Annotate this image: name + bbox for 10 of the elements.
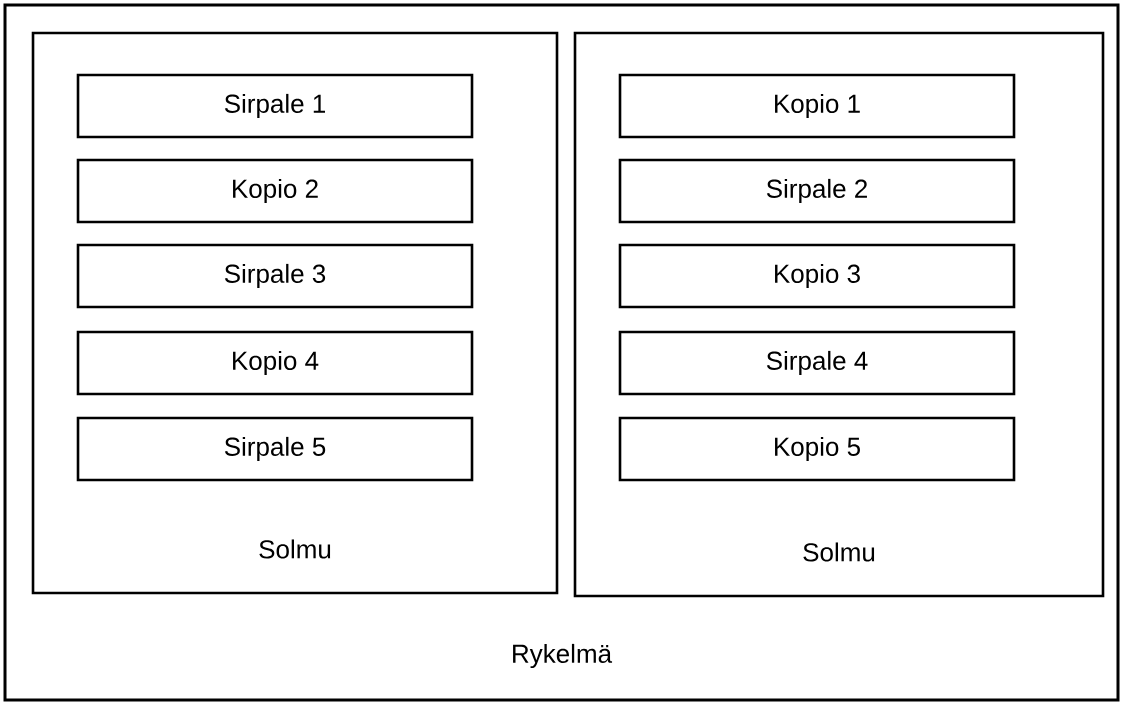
shard-box: Kopio 4	[76, 330, 474, 396]
shard-box: Kopio 5	[618, 416, 1016, 482]
shard-box: Kopio 3	[618, 243, 1016, 309]
shard-box: Sirpale 2	[618, 158, 1016, 224]
shard-box: Sirpale 1	[76, 73, 474, 139]
shard-box: Kopio 2	[76, 158, 474, 224]
shard-box: Kopio 1	[618, 73, 1016, 139]
shard-box: Sirpale 3	[76, 243, 474, 309]
shard-box: Sirpale 4	[618, 330, 1016, 396]
shard-box: Sirpale 5	[76, 416, 474, 482]
